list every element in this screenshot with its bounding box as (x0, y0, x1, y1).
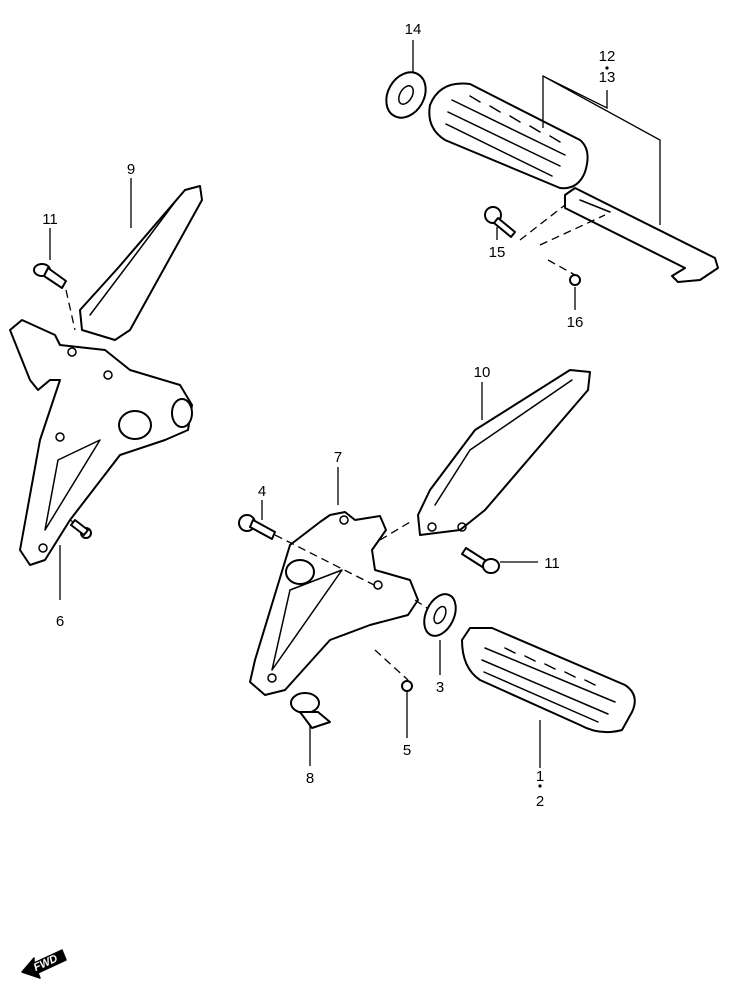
callout-1: 1 (536, 768, 544, 785)
washer-14 (385, 71, 427, 119)
fwd-arrow-icon: FWD (21, 949, 67, 979)
clip-5 (401, 680, 413, 692)
callout-2: 2 (536, 793, 544, 810)
pin-4 (238, 514, 276, 540)
callout-16: 16 (567, 314, 584, 331)
bolt-11-right (461, 547, 500, 574)
assembly-line (519, 204, 606, 276)
assembly-line (274, 521, 431, 681)
heel-guard-9 (79, 185, 203, 341)
front-footpeg-1-2 (461, 627, 636, 734)
bolt-8 (290, 692, 331, 729)
callout-8: 8 (306, 770, 314, 787)
heel-guard-10 (417, 369, 591, 536)
bolt-11-left (33, 263, 67, 289)
callout-dot (605, 66, 609, 70)
callout-4: 4 (258, 483, 266, 500)
callout-11-right: 11 (544, 555, 560, 572)
callout-14: 14 (405, 21, 422, 38)
leader-12-13 (542, 74, 661, 225)
callout-13: 13 (599, 69, 616, 86)
washer-3 (423, 593, 457, 637)
callout-7: 7 (334, 449, 342, 466)
fwd-label: FWD (32, 953, 60, 974)
callout-12: 12 (599, 48, 616, 65)
callout-11-left: 11 (42, 211, 58, 228)
callout-6: 6 (56, 613, 64, 630)
bracket-7 (249, 511, 419, 696)
callout-dot (538, 784, 542, 788)
callout-10: 10 (474, 364, 491, 381)
callout-15: 15 (489, 244, 506, 261)
callout-3: 3 (436, 679, 444, 696)
rear-footpeg-12-13 (428, 82, 589, 190)
clip-16 (569, 274, 581, 286)
callout-9: 9 (127, 161, 135, 178)
bracket-6 (9, 319, 193, 566)
pin-6 (70, 519, 92, 539)
rear-footpeg-arm (564, 187, 719, 283)
pin-15 (484, 206, 516, 238)
callout-5: 5 (403, 742, 411, 759)
